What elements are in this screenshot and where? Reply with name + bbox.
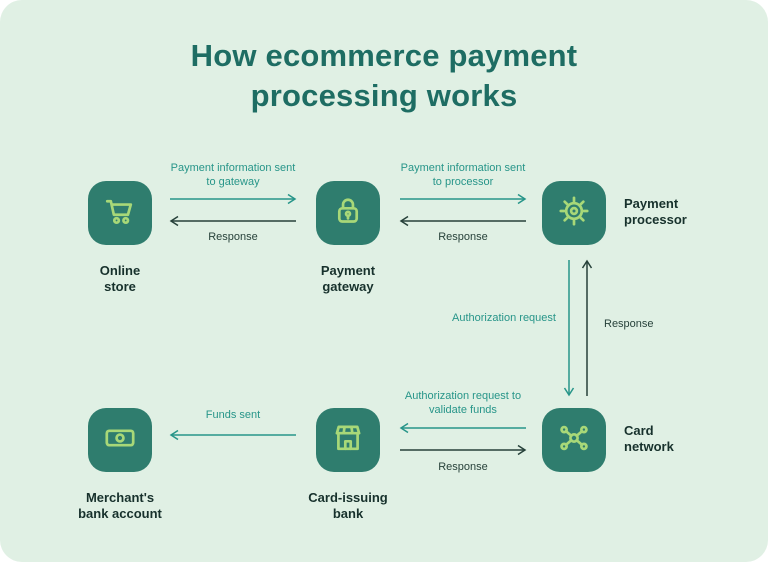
- merchant-bank-node: [88, 408, 152, 472]
- edge-label: Authorization request to validate funds: [404, 390, 522, 417]
- payment-gateway-node: [316, 181, 380, 245]
- payment-gateway-label: Payment gateway: [320, 263, 376, 295]
- card-network-node: [542, 408, 606, 472]
- storefront-icon: [330, 420, 366, 461]
- edge-label: Payment information sent to processor: [400, 162, 526, 189]
- banknote-icon: [102, 420, 138, 461]
- arrow-down-request: [562, 258, 576, 398]
- arrow-up-response: [580, 258, 594, 398]
- payment-processor-label: Payment processor: [624, 196, 687, 228]
- gear-icon: [556, 193, 592, 234]
- arrow-right-request: [168, 192, 298, 206]
- online-store-node: [88, 181, 152, 245]
- arrow-right-request: [398, 192, 528, 206]
- payment-processor-node: [542, 181, 606, 245]
- lock-icon: [330, 193, 366, 234]
- edge-label: Response: [438, 231, 488, 243]
- edge-label: Response: [438, 461, 488, 473]
- arrow-right-response: [398, 443, 528, 457]
- network-icon: [556, 420, 592, 461]
- arrow-left-request: [168, 428, 298, 442]
- edge-label: Payment information sent to gateway: [170, 162, 296, 189]
- page-title: How ecommerce payment processing works: [190, 38, 578, 113]
- arrow-left-response: [168, 214, 298, 228]
- edge-label: Response: [604, 318, 654, 330]
- cart-icon: [102, 193, 138, 234]
- edge-label: Response: [208, 231, 258, 243]
- card-issuing-bank-node: [316, 408, 380, 472]
- edge-label: Authorization request: [452, 312, 556, 324]
- card-network-label: Card network: [624, 423, 674, 455]
- edge-label: Funds sent: [205, 409, 261, 421]
- merchant-bank-label: Merchant's bank account: [78, 490, 162, 522]
- arrow-left-request: [398, 421, 528, 435]
- card-issuing-bank-label: Card-issuing bank: [308, 490, 388, 522]
- arrow-left-response: [398, 214, 528, 228]
- online-store-label: Online store: [99, 263, 141, 295]
